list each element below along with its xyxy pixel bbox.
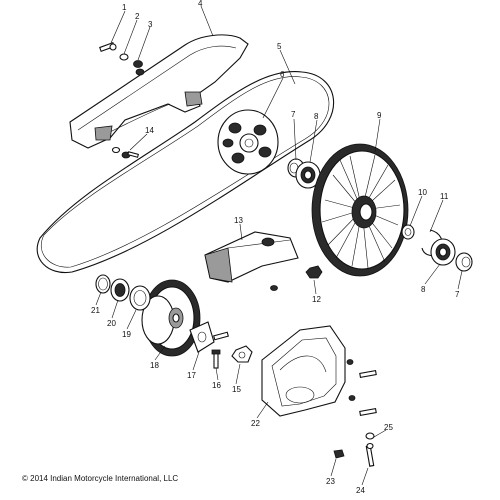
seal-19 (129, 285, 151, 311)
fastener-14 (111, 146, 140, 159)
callout-2: 2 (135, 12, 140, 21)
callout-19: 19 (122, 330, 131, 339)
callout-6: 6 (280, 70, 285, 79)
callout-8-lower: 8 (421, 285, 426, 294)
nut-15 (231, 345, 253, 363)
callout-18: 18 (150, 361, 159, 370)
rear-pulley (311, 143, 409, 277)
callout-10: 10 (418, 188, 427, 197)
callout-24: 24 (356, 486, 365, 495)
copyright-notice: © 2014 Indian Motorcycle International, … (22, 474, 179, 483)
callout-16: 16 (212, 381, 221, 390)
washer-25 (365, 432, 375, 450)
bearing-8-lower (430, 238, 456, 266)
bearing-8-upper (295, 161, 321, 189)
callout-1: 1 (122, 3, 127, 12)
callout-7: 7 (291, 110, 296, 119)
bolt-16 (211, 349, 221, 369)
front-sprocket (141, 279, 201, 357)
upper-belt-guard (69, 34, 249, 149)
spacer-10 (401, 224, 415, 240)
fastener-set-1-3 (99, 42, 145, 76)
bolt-17a (213, 331, 229, 341)
callout-numbers: 1 2 3 4 5 6 7 8 9 10 11 12 13 14 15 16 1… (91, 0, 460, 495)
callout-11: 11 (440, 192, 449, 201)
lock-plate-17 (189, 321, 215, 353)
o-ring-21 (95, 274, 111, 294)
callout-25: 25 (384, 423, 393, 432)
callout-22: 22 (251, 419, 260, 428)
callout-21: 21 (91, 306, 100, 315)
callout-14: 14 (145, 126, 154, 135)
callout-5: 5 (277, 42, 282, 51)
fastener-cover-right (346, 359, 377, 416)
callout-4: 4 (198, 0, 203, 8)
callout-9: 9 (377, 111, 382, 120)
spacer-7-lower (455, 252, 473, 272)
lower-belt-guard (204, 231, 299, 291)
spacer-20 (110, 278, 130, 302)
callout-8: 8 (314, 112, 319, 121)
bolt-23 (333, 449, 345, 459)
compensator-hub (217, 109, 279, 175)
leader-lines (95, 5, 463, 486)
callout-12: 12 (312, 295, 321, 304)
nut-12 (305, 265, 323, 279)
callout-13: 13 (234, 216, 243, 225)
callout-7-lower: 7 (455, 290, 460, 299)
callout-23: 23 (326, 477, 335, 486)
callout-3: 3 (148, 20, 153, 29)
sprocket-cover (261, 325, 346, 417)
callout-15: 15 (232, 385, 241, 394)
callout-20: 20 (107, 319, 116, 328)
callout-17: 17 (187, 371, 196, 380)
